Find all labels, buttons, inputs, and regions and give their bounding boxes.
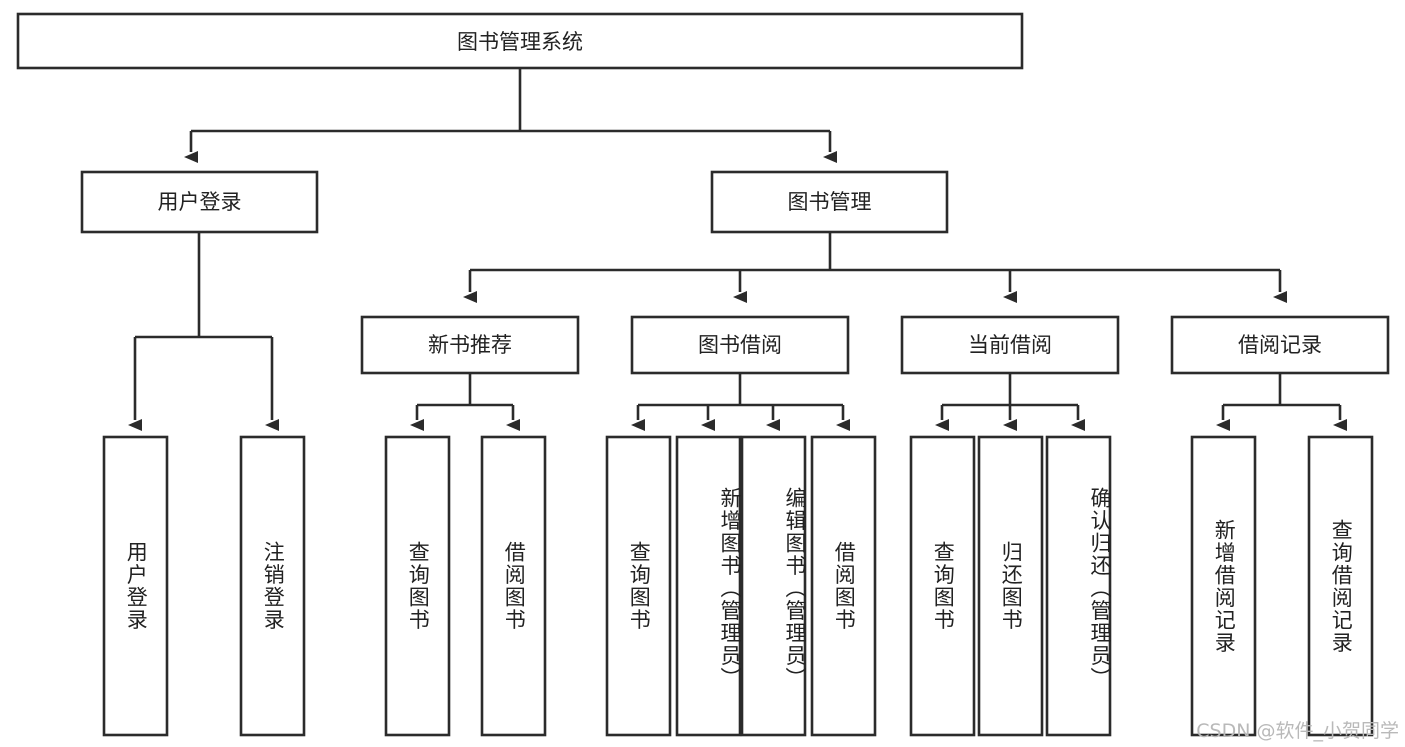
connector-newbook-to-leaves — [410, 373, 520, 431]
leaf-box[interactable] — [977, 435, 1044, 737]
leaf-label-edit-book-admin: 编辑图书（管理员） — [783, 486, 807, 690]
leaf-label-logout-login: 注销登录 — [261, 541, 286, 631]
leaf-label-query-book-recommend: 查询图书 — [406, 541, 431, 631]
node-book-management-label: 图书管理 — [788, 190, 872, 214]
node-user-login[interactable]: 用户登录 — [80, 170, 319, 234]
leaf-label-return-book: 归还图书 — [999, 541, 1024, 631]
leaf-label-user-login: 用户登录 — [124, 541, 149, 631]
leaf-box[interactable] — [605, 435, 672, 737]
node-new-book-recommend-label: 新书推荐 — [428, 333, 512, 357]
leaf-box[interactable] — [675, 435, 742, 737]
leaf-boxes-new-book-recommend — [384, 435, 547, 737]
leaf-box[interactable] — [480, 435, 547, 737]
node-book-borrow-label: 图书借阅 — [698, 333, 782, 357]
node-root[interactable]: 图书管理系统 — [16, 12, 1024, 70]
node-borrow-record[interactable]: 借阅记录 — [1170, 315, 1390, 375]
connector-bookborrow-to-leaves — [631, 373, 850, 431]
leaf-label-confirm-return-admin: 确认归还（管理员） — [1088, 486, 1112, 690]
leaf-boxes-borrow-record — [1190, 435, 1374, 737]
leaf-box[interactable] — [909, 435, 976, 737]
leaf-label-query-borrow-record: 查询借阅记录 — [1329, 518, 1354, 654]
node-user-login-label: 用户登录 — [158, 190, 242, 214]
leaf-box[interactable] — [102, 435, 169, 737]
leaf-label-query-book-borrow: 查询图书 — [627, 541, 652, 631]
leaf-label-borrow-book: 借阅图书 — [832, 541, 857, 631]
leaf-box[interactable] — [239, 435, 306, 737]
node-book-management[interactable]: 图书管理 — [710, 170, 949, 234]
leaf-label-query-book-current: 查询图书 — [931, 541, 956, 631]
connector-userlogin-to-leaves — [128, 232, 279, 431]
node-book-borrow[interactable]: 图书借阅 — [630, 315, 850, 375]
connector-root-to-level1 — [184, 68, 837, 163]
leaf-box[interactable] — [740, 435, 807, 737]
leaf-label-add-book-admin: 新增图书（管理员） — [718, 486, 742, 690]
csdn-watermark: CSDN @软件_小贺同学 — [1196, 720, 1399, 742]
leaf-boxes-book-borrow — [605, 435, 877, 737]
node-new-book-recommend[interactable]: 新书推荐 — [360, 315, 580, 375]
leaf-boxes-user-login — [102, 435, 306, 737]
leaf-box[interactable] — [1190, 435, 1257, 737]
leaf-label-borrow-book-recommend: 借阅图书 — [502, 541, 527, 631]
leaf-box[interactable] — [1307, 435, 1374, 737]
connector-currentborrow-to-leaves — [935, 373, 1085, 431]
node-current-borrow[interactable]: 当前借阅 — [900, 315, 1120, 375]
connector-borrowrecord-to-leaves — [1216, 373, 1347, 431]
connector-bookmgmt-to-level2 — [463, 232, 1287, 303]
leaf-box[interactable] — [1045, 435, 1112, 737]
leaf-boxes-current-borrow — [909, 435, 1112, 737]
node-borrow-record-label: 借阅记录 — [1238, 333, 1322, 357]
node-current-borrow-label: 当前借阅 — [968, 333, 1052, 357]
leaf-box[interactable] — [810, 435, 877, 737]
leaf-box[interactable] — [384, 435, 451, 737]
leaf-label-add-borrow-record: 新增借阅记录 — [1212, 518, 1237, 654]
node-root-label: 图书管理系统 — [457, 30, 583, 54]
